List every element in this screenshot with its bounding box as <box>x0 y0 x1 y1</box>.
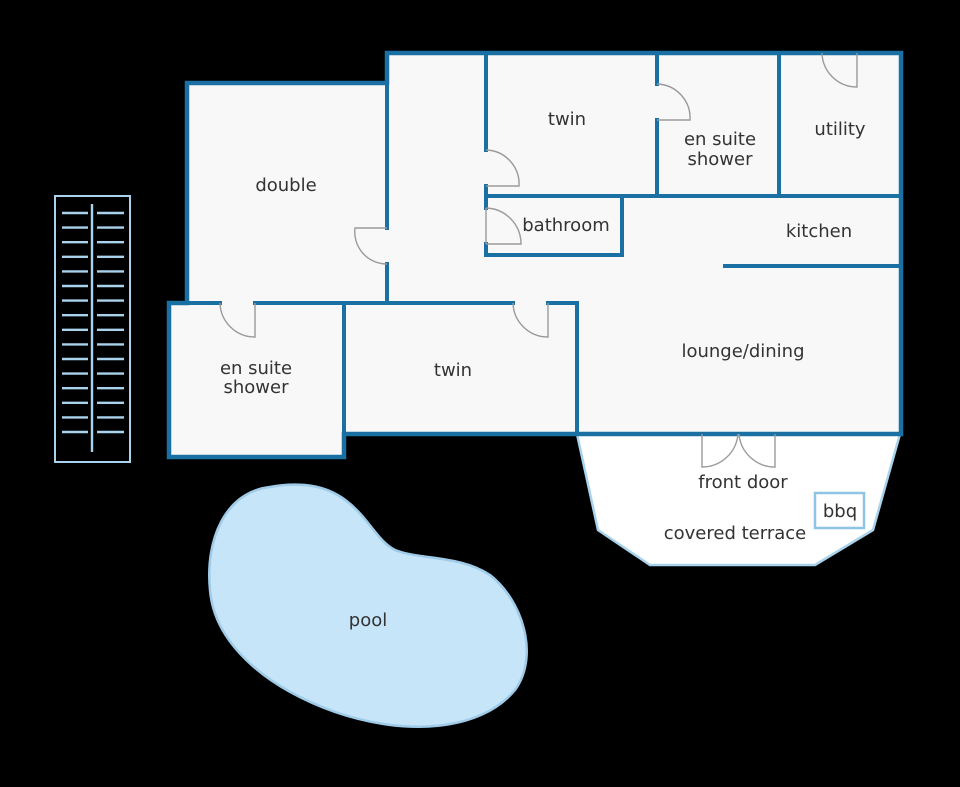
room-en-suite-left-label-1: en suite <box>220 358 292 379</box>
bbq-label: bbq <box>823 501 857 522</box>
room-lounge-dining-label: lounge/dining <box>681 341 804 362</box>
room-double-label: double <box>255 175 316 196</box>
double-door <box>354 227 388 265</box>
covered-terrace-label: covered terrace <box>664 523 806 544</box>
twin-bottom-door <box>512 302 549 338</box>
front-door-right <box>738 433 776 468</box>
bbq <box>813 491 866 530</box>
twin-top-door <box>485 149 520 187</box>
pool-ladder <box>54 195 131 463</box>
pool: pool <box>208 483 528 728</box>
utility-door <box>821 52 858 88</box>
room-en-suite-left-label-2: shower <box>224 377 290 398</box>
covered-terrace: covered terrace bbq <box>575 432 902 567</box>
front-door-label: front door <box>698 472 788 493</box>
interior-walls <box>167 51 903 436</box>
bathroom-door <box>485 207 522 245</box>
front-door-left <box>701 433 739 468</box>
room-en-suite-top-label-1: en suite <box>684 129 756 150</box>
pool-label: pool <box>349 610 387 631</box>
room-kitchen-label: kitchen <box>786 221 852 242</box>
room-twin-top-label: twin <box>548 109 586 130</box>
room-labels: double twin en suite shower utility bath… <box>220 109 866 493</box>
en-suite-top-door <box>656 83 691 121</box>
room-bathroom-label: bathroom <box>522 215 610 236</box>
room-en-suite-top-label-2: shower <box>688 149 754 170</box>
door-swings <box>219 52 858 468</box>
en-suite-left-door <box>219 302 256 338</box>
room-twin-bottom-label: twin <box>434 360 472 381</box>
room-utility-label: utility <box>814 119 866 140</box>
